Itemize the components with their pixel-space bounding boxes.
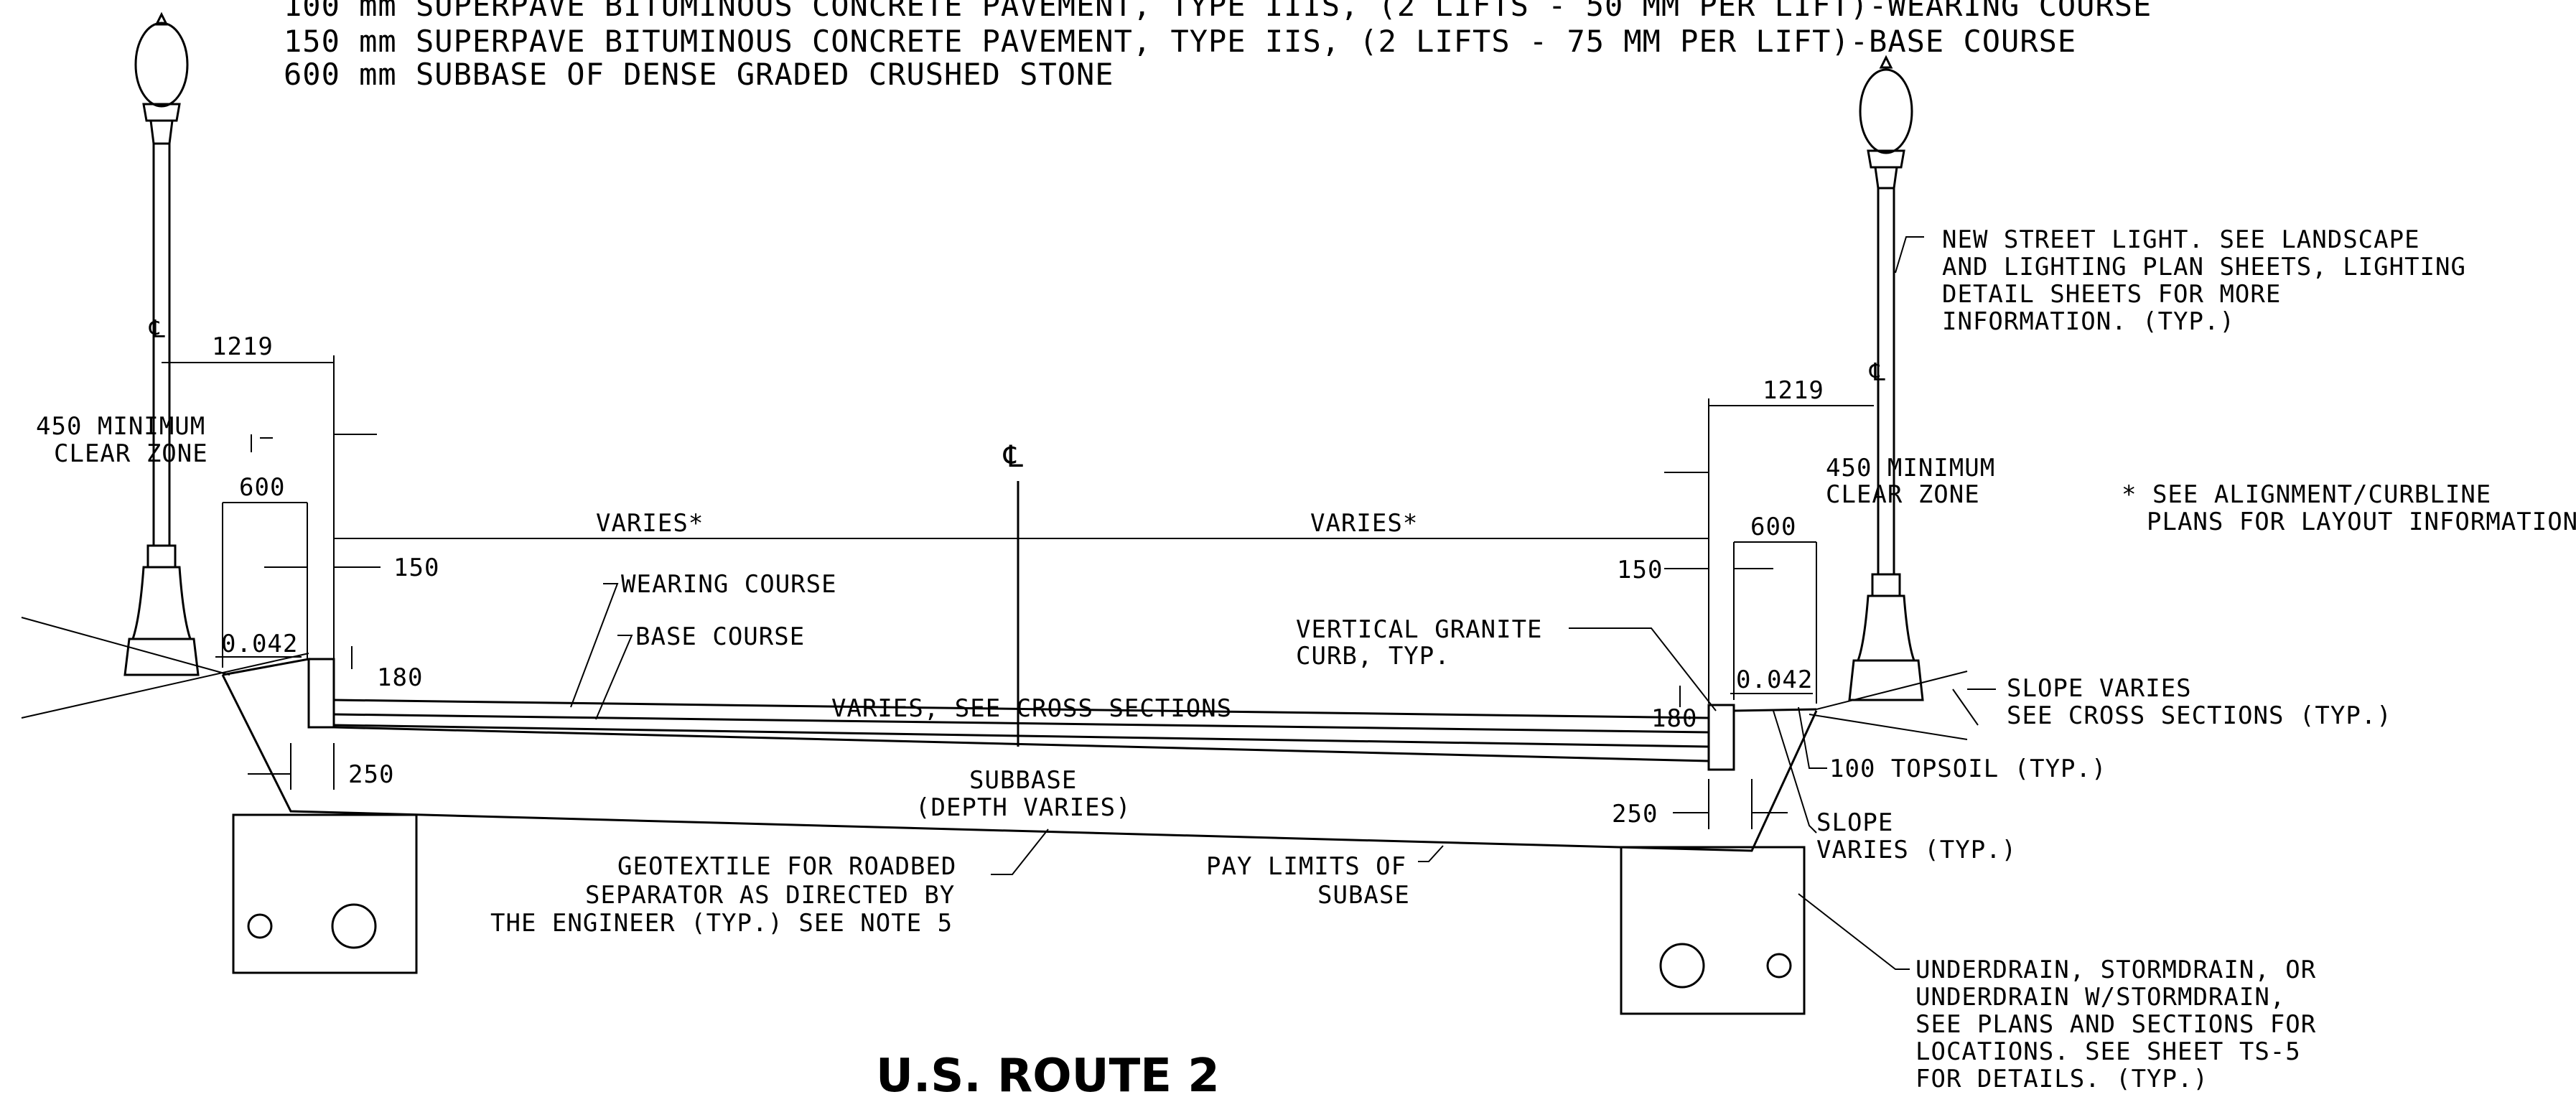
right-dim-600: 600	[1750, 513, 1796, 541]
dim-varies-left: VARIES*	[596, 509, 704, 538]
right-dim-250: 250	[1612, 800, 1658, 828]
left-dim-600: 600	[239, 473, 285, 502]
left-dim-250: 250	[348, 760, 394, 789]
right-street-light: ℄	[1848, 55, 1924, 701]
left-dimensions: 1219 600 150 0.042 180 250 VARIES* VARIE…	[162, 332, 1709, 790]
right-dim-150: 150	[1617, 556, 1663, 584]
road-section-body: ℄	[21, 439, 1968, 1015]
street-light-label-line2: AND LIGHTING PLAN SHEETS, LIGHTING	[1942, 253, 2466, 281]
base-course-label: BASE COURSE	[635, 622, 805, 651]
clear-zone-right-line2: CLEAR ZONE	[1826, 480, 1980, 509]
slope-varies-line2: VARIES (TYP.)	[1816, 836, 2017, 864]
slope-varies-cs-line1: SLOPE VARIES	[2007, 674, 2192, 703]
right-dim-180: 180	[1651, 704, 1697, 733]
subbase-label-line1: SUBBASE	[969, 766, 1077, 795]
underdrain-label-line4: LOCATIONS. SEE SHEET TS-5	[1915, 1037, 2301, 1066]
leader-lines	[260, 236, 1996, 970]
pay-limits-label-line2: SUBASE	[1317, 881, 1410, 910]
clear-zone-left-line2: CLEAR ZONE	[54, 439, 208, 468]
wearing-course-label: WEARING COURSE	[621, 570, 837, 599]
underdrain-label-line1: UNDERDRAIN, STORMDRAIN, OR	[1915, 956, 2316, 984]
varies-cross-sections-label: VARIES, SEE CROSS SECTIONS	[831, 694, 1232, 723]
left-dim-180: 180	[377, 663, 423, 692]
right-dim-1219: 1219	[1763, 376, 1824, 405]
slope-varies-cs-line2: SEE CROSS SECTIONS (TYP.)	[2007, 701, 2392, 730]
dim-varies-right: VARIES*	[1310, 509, 1418, 538]
granite-curb-label-line2: CURB, TYP.	[1296, 642, 1450, 671]
clear-zone-right-line1: 450 MINIMUM	[1826, 454, 1995, 482]
left-dim-1219: 1219	[212, 332, 274, 361]
left-pole-centerline-symbol: ℄	[149, 315, 166, 344]
geotextile-label-line1: GEOTEXTILE FOR ROADBED	[617, 852, 956, 881]
pay-limits-label-line1: PAY LIMITS OF	[1206, 852, 1406, 881]
alignment-note-line1: * SEE ALIGNMENT/CURBLINE	[2122, 480, 2491, 509]
right-pole-centerline-symbol: ℄	[1869, 358, 1886, 387]
street-light-label-line4: INFORMATION. (TYP.)	[1942, 307, 2235, 336]
subbase-label-line2: (DEPTH VARIES)	[915, 793, 1131, 822]
geotextile-label-line2: SEPARATOR AS DIRECTED BY	[585, 881, 955, 910]
topsoil-label: 100 TOPSOIL (TYP.)	[1829, 755, 2106, 783]
note-subbase: 600 mm SUBBASE OF DENSE GRADED CRUSHED S…	[284, 57, 1114, 92]
left-dim-150: 150	[393, 554, 439, 582]
note-base-course: 150 mm SUPERPAVE BITUMINOUS CONCRETE PAV…	[284, 24, 2076, 59]
underdrain-label-line5: FOR DETAILS. (TYP.)	[1915, 1065, 2208, 1093]
pavement-notes: 100 mm SUPERPAVE BITUMINOUS CONCRETE PAV…	[284, 0, 2152, 92]
underdrain-label-line3: SEE PLANS AND SECTIONS FOR	[1915, 1010, 2316, 1039]
street-light-label-line1: NEW STREET LIGHT. SEE LANDSCAPE	[1942, 225, 2420, 254]
right-dim-slope: 0.042	[1736, 666, 1813, 694]
left-street-light: ℄	[123, 11, 200, 676]
left-dim-slope: 0.042	[221, 630, 298, 658]
road-centerline-symbol: ℄	[1003, 439, 1024, 474]
underdrain-label-line2: UNDERDRAIN W/STORMDRAIN,	[1915, 983, 2285, 1012]
clear-zone-left-line1: 450 MINIMUM	[36, 412, 205, 441]
geotextile-label-line3: THE ENGINEER (TYP.) SEE NOTE 5	[490, 909, 953, 938]
granite-curb-label-line1: VERTICAL GRANITE	[1296, 615, 1543, 644]
section-labels: 450 MINIMUM CLEAR ZONE 450 MINIMUM CLEAR…	[36, 225, 2576, 1093]
drawing-title: U.S. ROUTE 2	[876, 1050, 1220, 1097]
slope-varies-line1: SLOPE	[1816, 808, 1893, 837]
alignment-note-line2: PLANS FOR LAYOUT INFORMATION	[2147, 508, 2576, 536]
right-dimensions: 1219 600 150 0.042 180 250	[1612, 376, 1874, 829]
note-wearing-course: 100 mm SUPERPAVE BITUMINOUS CONCRETE PAV…	[284, 0, 2152, 23]
street-light-label-line3: DETAIL SHEETS FOR MORE	[1942, 280, 2281, 309]
